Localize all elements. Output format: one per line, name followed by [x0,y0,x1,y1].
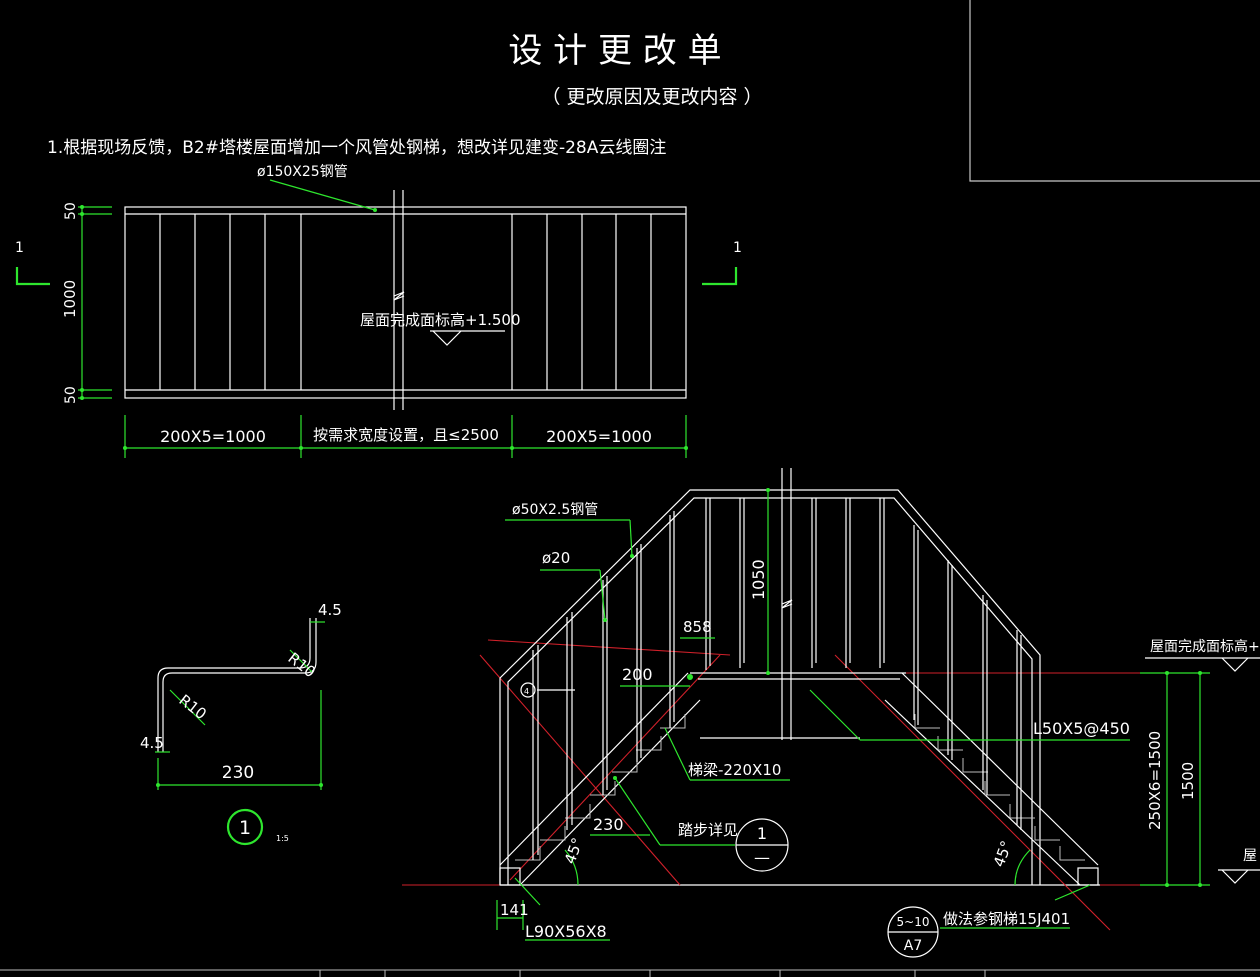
plan-dim-50-bottom: 50 [63,386,79,404]
plan-dim-middle: 按需求宽度设置，且≤2500 [313,426,499,444]
detail-1: 4.5 R10 R10 4.5 230 1 1:5 [140,601,342,846]
stair-elevation: ø50X2.5钢管 ø20 1050 858 200 L50X5@450 梯梁-… [402,468,1260,958]
detail-r10-top: R10 [285,649,319,681]
change-note: 1.根据现场反馈，B2#塔楼屋面增加一个风管处钢梯，想改详见建变-28A云线圈注 [47,138,666,158]
angle-45-right: 45° [990,838,1016,869]
label-right-cut: 屋 [1243,848,1257,864]
detail-dim-230: 230 [222,763,254,783]
ref-sheet-bottom: A7 [904,938,922,954]
detail-tag-scale: 1:5 [276,834,289,843]
dim-230-step: 230 [593,815,624,834]
section-mark-left: 1 [15,240,24,256]
detail-r10-bottom: R10 [176,691,210,723]
dim-1500: 1500 [1179,762,1197,800]
plan-dim-1000: 1000 [61,280,79,318]
page-title: 设 计 更 改 单 [508,31,721,71]
plan-elevation-label: 屋面完成面标高+1.500 [360,311,521,329]
plan-pipe-label: ø150X25钢管 [257,164,348,180]
plan-dim-left: 200X5=1000 [160,427,266,446]
detail-dim-4-5-left: 4.5 [140,734,164,752]
detail-dim-4-5-top: 4.5 [318,601,342,619]
mini-callout-4: 4 [524,687,529,696]
dim-858: 858 [683,618,712,636]
label-base-angle: L90X56X8 [525,922,607,941]
dim-250x6: 250X6=1500 [1146,731,1164,830]
section-mark-right: 1 [733,240,742,256]
callout-sheet: — [754,848,770,867]
label-angle-l50: L50X5@450 [1033,719,1130,738]
dim-1050: 1050 [749,559,768,600]
detail-tag-number: 1 [239,817,251,839]
label-ref-15j401: 做法参钢梯15J401 [943,910,1070,928]
plan-dim-right: 200X5=1000 [546,427,652,446]
sheet-frame [969,0,1260,182]
dim-141: 141 [500,901,529,919]
dim-200: 200 [622,665,653,684]
label-rod-20: ø20 [542,549,570,567]
label-stringer: 梯梁-220X10 [688,761,781,779]
bottom-strip [0,969,1260,977]
callout-number: 1 [757,824,767,843]
label-right-elevation: 屋面完成面标高+1 [1150,638,1260,655]
ref-sheet-top: 5~10 [897,915,930,929]
plan-dim-50-top: 50 [63,202,79,220]
label-pipe-50: ø50X2.5钢管 [512,502,598,518]
plan-view: ø150X25钢管 屋面完成面标高+1.500 50 1000 50 200X5… [15,164,742,458]
page-subtitle: （ 更改原因及更改内容 ） [541,86,762,108]
label-step-detail: 踏步详见 [678,821,738,839]
